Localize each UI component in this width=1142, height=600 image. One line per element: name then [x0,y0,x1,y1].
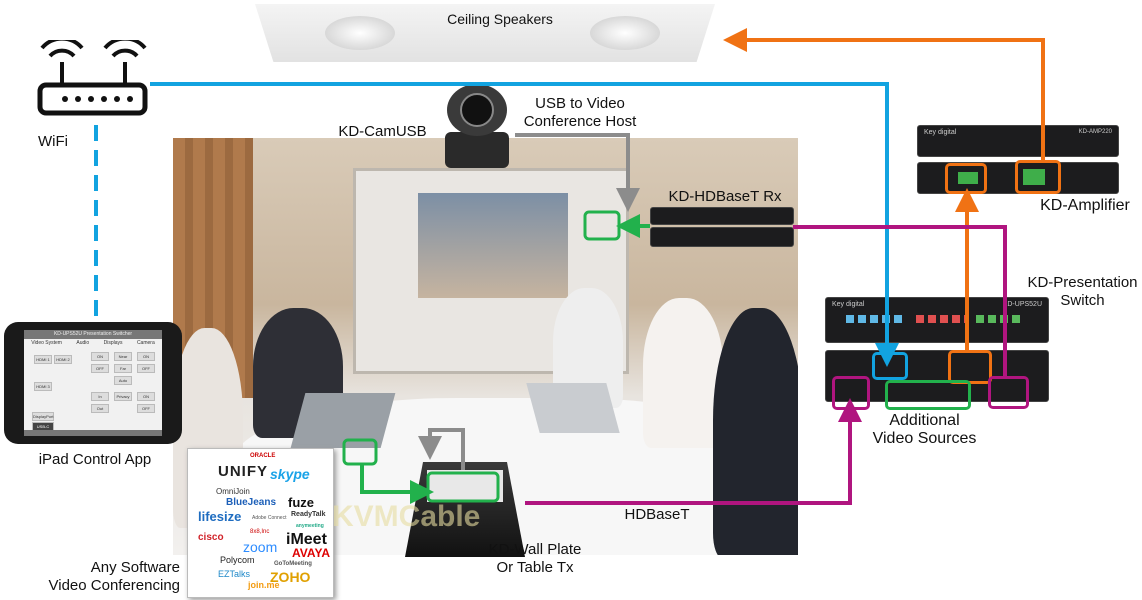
ceiling-speaker-left [325,16,395,50]
hdbaset-link-label: HDBaseT [624,506,690,523]
logo-zoom: zoom [243,539,278,555]
ipad-btn-auto[interactable]: Auto [114,376,132,385]
ipad-btn-light-off[interactable]: OFF [137,404,155,413]
ipad-tab-video[interactable]: Video System [31,340,62,346]
software-label: Any Software Video Conferencing [30,559,180,595]
logo-cisco: cisco [198,532,224,543]
ipad-btn-near[interactable]: Near [114,352,132,361]
camusb-label: KD-CamUSB [338,123,427,140]
switch-brand: Key digital [832,301,865,308]
amp-to-speakers-line [723,28,1045,162]
hdbaset-output-highlight [988,376,1029,409]
presentation-switch-front: Key digital KD-UPS52U [825,297,1049,343]
logo-avaya: AVAYA [292,546,331,560]
logo-8x8: 8x8,Inc [250,529,270,535]
wall-plate-transmitter [405,462,525,557]
video-inputs-highlight [885,380,971,410]
logo-lifesize: lifesize [198,509,242,524]
additional-sources-line-1: Additional [889,412,960,429]
laptop-to-wallplate-video-line [360,464,434,504]
wall-plate-label-line-1: KD-Wall Plate [488,541,582,558]
ceiling-speakers-label: Ceiling Speakers [447,11,553,27]
amplifier-front: Key digital KD-AMP220 [917,125,1119,157]
ipad-screen: KD-UPS52U Presentation Switcher Video Sy… [24,330,162,436]
switch-label-line-2: Switch [1060,292,1105,309]
wifi-label: WiFi [38,133,68,150]
ceiling-speaker-right [590,16,660,50]
ipad-btn-hdmi3[interactable]: HDMI 3 [34,382,52,391]
amp-speaker-output-highlight [1015,160,1061,194]
camera-usb-line [515,133,640,212]
remote-participant-video [418,193,568,298]
logo-gotomeeting: GoToMeeting [274,561,312,567]
ipad-btn-far[interactable]: Far [114,364,132,373]
logo-zoho: ZOHO [270,569,311,585]
ipad-btn-hdmi1[interactable]: HDMI 1 [34,355,52,364]
software-label-line-2: Video Conferencing [48,577,180,594]
amplifier-label: KD-Amplifier [1040,197,1130,214]
software-logos-card: ORACLE UNIFY skype OmniJoin BlueJeans fu… [187,448,334,598]
wifi-router-icon [37,40,148,116]
ipad-tab-displays[interactable]: Displays [103,340,123,346]
additional-sources-label: Additional Video Sources [862,412,987,448]
ipad-btn-zoom-in[interactable]: In [91,392,109,401]
logo-adobe-connect: Adobe Connect [252,515,287,521]
additional-sources-line-2: Video Sources [872,430,977,447]
ipad-app-label: iPad Control App [38,451,152,468]
logo-imeet: iMeet [286,531,327,548]
logo-unify: UNIFY [218,463,268,480]
logo-bluejeans: BlueJeans [226,497,277,508]
ipad-title: KD-UPS52U Presentation Switcher [24,330,162,339]
wallplate-input-highlight [426,471,500,503]
ipad-btn-off[interactable]: OFF [91,364,109,373]
hdbaset-rx-label: KD-HDBaseT Rx [668,188,782,205]
ceiling [255,4,715,62]
logo-omnijoin: OmniJoin [216,487,250,496]
wall-plate-label-line-2: Or Table Tx [496,559,574,576]
watermark: KVMCable [332,500,481,533]
wallplate-usb-line [418,428,465,470]
switch-label-line-1: KD-Presentation [1027,274,1138,291]
logo-skype: skype [270,466,310,482]
logo-readytalk: ReadyTalk [291,511,326,518]
ipad-tab-audio[interactable]: Audio [76,340,90,346]
logo-joinme: join.me [248,580,280,590]
hdbaset-rx-device-rear [650,227,794,247]
wallplate-to-switch-hdbaset-line [525,398,862,505]
ipad-btn-displayport[interactable]: DisplayPort [32,412,54,421]
logo-eztalks: EZTalks [218,569,251,579]
logo-oracle: ORACLE [250,453,276,459]
ipad-btn-on[interactable]: ON [91,352,109,361]
ipad-btn-light-on[interactable]: ON [137,392,155,401]
switch-to-rx-hdbaset-line [793,225,1007,376]
ipad-btn-hdmi2[interactable]: HDMI 2 [54,355,72,364]
presentation-switch-label: KD-Presentation Switch [1020,274,1142,310]
ipad-btn-flip-on[interactable]: ON [137,352,155,361]
amp-model: KD-AMP220 [1078,129,1112,135]
ipad-control-app: KD-UPS52U Presentation Switcher Video Sy… [4,322,182,444]
switch-model: KD-UPS52U [1002,301,1042,308]
ipad-btn-zoom-out[interactable]: Out [91,404,109,413]
amp-brand: Key digital [924,129,957,136]
wall-plate-label: KD-Wall Plate Or Table Tx [475,541,595,577]
logo-polycom: Polycom [220,555,255,565]
software-label-line-1: Any Software [90,559,180,576]
usb-host-line-2: Conference Host [523,113,637,130]
ptz-camera-icon [445,84,509,168]
display-input-highlight [583,210,621,241]
ipad-btn-flip-off[interactable]: OFF [137,364,155,373]
logo-anymeeting: anymeeting [296,523,324,529]
wifi-lan-line [150,82,899,367]
usb-host-line-1: USB to Video [535,95,625,112]
hdbaset-rx-device-front [650,207,794,225]
ipad-btn-privacy[interactable]: Privacy [114,392,132,401]
laptop-output-highlight [342,438,378,466]
ipad-tab-camera[interactable]: Camera [136,340,155,346]
logo-fuze: fuze [288,495,314,510]
usb-host-label: USB to Video Conference Host [520,95,640,131]
